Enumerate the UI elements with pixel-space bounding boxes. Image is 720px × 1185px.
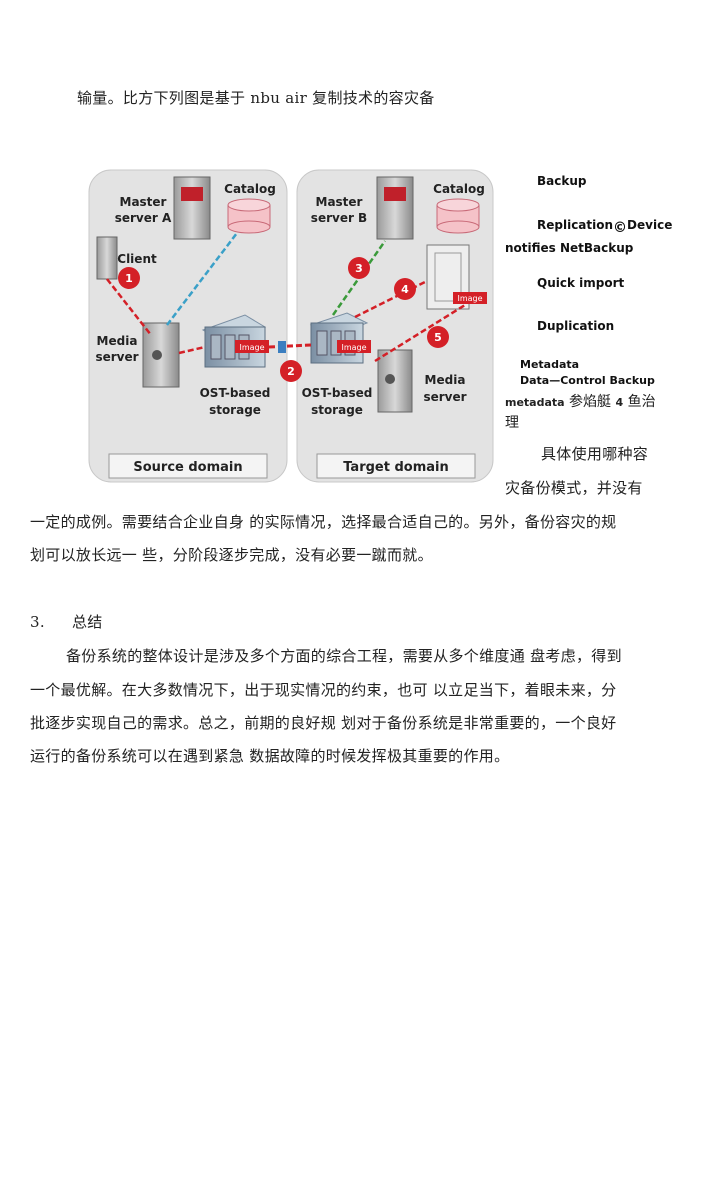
arrow-media-to-ost: [178, 345, 206, 355]
step-4-badge: 4: [394, 278, 416, 300]
source-image-tag-label: Image: [239, 343, 264, 352]
replication-diagram: Master server A Catalog Client Media ser…: [88, 169, 494, 483]
source-domain-panel: [88, 169, 288, 483]
svg-text:5: 5: [434, 331, 442, 344]
legend-device-label: Device: [627, 218, 673, 232]
target-catalog-icon: [436, 198, 480, 234]
svg-text:3: 3: [355, 262, 363, 275]
arrow-media-to-catalog: [166, 232, 238, 326]
legend-replication-label: Replication: [537, 218, 614, 232]
target-master-label-2: server B: [311, 211, 367, 225]
legend-duplication: Duplication: [537, 319, 615, 333]
step-2-badge: 2: [280, 360, 302, 382]
target-media-label-2: server: [423, 390, 466, 404]
step-1-badge: 1: [118, 267, 140, 289]
legend-garbled-num: 4: [615, 396, 624, 409]
step-5-badge: 5: [427, 326, 449, 348]
target-media-label-1: Media: [425, 373, 466, 387]
source-domain-label: Source domain: [133, 460, 242, 475]
section-line-4: 运行的备份系统可以在遇到紧急 数据故障的时候发挥极其重要的作用。: [30, 747, 510, 765]
copyright-glyph: ©: [613, 220, 628, 236]
source-catalog-icon: [227, 198, 271, 234]
replication-link-block: [278, 341, 286, 353]
svg-text:2: 2: [287, 365, 295, 378]
source-ost-label-2: storage: [209, 403, 261, 417]
section-line-3: 批逐步实现自己的需求。总之，前期的良好规 划对于备份系统是非常重要的，一个良好: [30, 714, 617, 732]
legend-metadata: Metadata: [520, 358, 580, 371]
side-text-2: 灾备份模式，并没有: [505, 479, 643, 497]
target-ost-label-1: OST-based: [302, 386, 373, 400]
paragraph-cont-2: 划可以放长远一 些，分阶段逐步完成，没有必要一蹴而就。: [30, 546, 433, 564]
legend-quick-import: Quick import: [537, 276, 625, 290]
source-catalog-label: Catalog: [224, 182, 276, 196]
legend-garbled-2: 鱼治: [627, 394, 656, 410]
source-media-label-2: server: [95, 350, 138, 364]
paragraph-cont-1: 一定的成例。需要结合企业自身 的实际情况，选择最合适自己的。另外，备份容灾的规: [30, 513, 617, 531]
section-number: 3.: [30, 613, 45, 631]
client-label: Client: [117, 252, 157, 266]
master-server-b-icon: [376, 176, 414, 240]
legend-garbled-3: 理: [505, 415, 519, 431]
target-domain-label: Target domain: [343, 460, 449, 475]
legend-notifies: notifies NetBackup: [505, 241, 634, 255]
source-media-label-1: Media: [97, 334, 138, 348]
target-appliance-image-label: Image: [457, 294, 482, 303]
section-line-1: 备份系统的整体设计是涉及多个方面的综合工程，需要从多个维度通 盘考虑，得到: [66, 647, 622, 665]
target-catalog-label: Catalog: [433, 182, 485, 196]
target-image-tag-label: Image: [341, 343, 366, 352]
step-3-badge: 3: [348, 257, 370, 279]
target-appliance-image-tag: [453, 292, 487, 304]
master-server-a-icon: [173, 176, 211, 240]
source-master-label-1: Master: [120, 195, 167, 209]
target-media-server-icon: [377, 349, 413, 413]
target-image-tag: [337, 340, 371, 353]
arrow-client-to-media: [106, 278, 152, 336]
target-ost-label-2: storage: [311, 403, 363, 417]
target-master-label-1: Master: [316, 195, 363, 209]
legend-garbled-1: 参焰艇: [569, 394, 612, 410]
legend-metadata-lower: metadata: [505, 396, 565, 409]
section-title: 总结: [72, 613, 103, 631]
side-text-1: 具体使用哪种容: [541, 445, 649, 463]
source-master-label-2: server A: [115, 211, 172, 225]
legend-replication: Replication©Device: [537, 217, 673, 236]
client-icon: [96, 236, 118, 280]
svg-text:1: 1: [125, 272, 133, 285]
legend-data-control: Data—Control Backup: [520, 374, 655, 387]
arrow-replication: [268, 343, 312, 349]
section-line-2: 一个最优解。在大多数情况下，出于现实情况的约束，也可 以立足当下，着眼未来，分: [30, 681, 617, 699]
source-ost-label-1: OST-based: [200, 386, 271, 400]
legend-metadata-garbled: metadata 参焰艇 4 鱼治: [505, 391, 656, 411]
source-image-tag: [235, 340, 269, 353]
legend-backup: Backup: [537, 174, 587, 188]
svg-text:4: 4: [401, 283, 409, 296]
intro-line: 输量。比方下列图是基于 nbu air 复制技术的容灾备: [77, 89, 435, 107]
